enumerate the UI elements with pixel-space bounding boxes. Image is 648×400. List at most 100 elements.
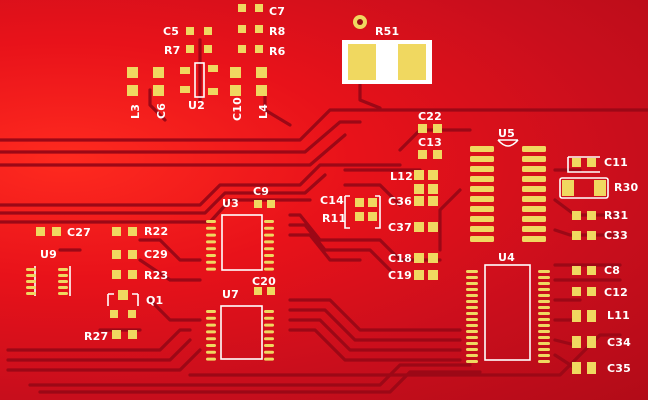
label-u5: U5 <box>498 127 515 140</box>
u9-lead <box>26 292 36 295</box>
u4-lead <box>538 354 550 357</box>
u4-lead <box>538 360 550 363</box>
u7-lead <box>206 350 216 354</box>
label-c35: C35 <box>607 362 631 375</box>
smd-pads <box>36 4 606 374</box>
u7-lead <box>206 357 216 361</box>
u3-lead <box>264 240 274 244</box>
label-c18: C18 <box>388 252 412 265</box>
label-r27: R27 <box>84 330 109 343</box>
u3-lead <box>206 233 216 237</box>
label-c13: C13 <box>418 136 442 149</box>
u5-lead <box>522 146 546 152</box>
u4-outline <box>484 264 531 361</box>
u5-lead <box>470 146 494 152</box>
label-u2: U2 <box>188 99 205 112</box>
u5-lead <box>470 186 494 192</box>
u7-lead <box>206 337 216 341</box>
u5-lead <box>470 156 494 162</box>
u5-lead <box>522 176 546 182</box>
u3-lead <box>264 267 274 271</box>
u4-lead <box>538 300 550 303</box>
u2-outline <box>194 62 205 98</box>
u3-lead <box>206 247 216 251</box>
ic-leads <box>26 146 550 363</box>
u3-lead <box>264 254 274 257</box>
u3-lead <box>264 226 274 230</box>
u4-lead <box>466 324 478 327</box>
u7-lead <box>264 357 274 361</box>
u3-outline <box>221 214 263 271</box>
u3-lead <box>206 220 216 223</box>
u7-lead <box>206 330 216 334</box>
u4-lead <box>538 312 550 315</box>
u4-lead <box>466 336 478 339</box>
u3-lead <box>264 247 274 251</box>
label-r7: R7 <box>164 44 181 57</box>
u4-lead <box>538 342 550 345</box>
u4-lead <box>466 300 478 303</box>
label-q1: Q1 <box>146 294 164 307</box>
u9-lead <box>26 286 36 289</box>
label-r31: R31 <box>604 209 629 222</box>
c11-outline <box>567 156 600 173</box>
u3-lead <box>206 267 216 271</box>
u4-lead <box>538 318 550 321</box>
label-l4: L4 <box>257 103 270 119</box>
u5-lead <box>522 226 546 232</box>
label-u4: U4 <box>498 251 515 264</box>
u9-lead <box>58 292 68 295</box>
u9-lead <box>26 280 36 283</box>
u7-lead <box>206 316 216 320</box>
u5-lead <box>522 236 546 242</box>
u3-lead <box>206 254 216 257</box>
label-c6: C6 <box>155 102 168 119</box>
u7-lead <box>264 337 274 341</box>
label-c14: C14 <box>320 194 344 207</box>
u5-lead <box>470 176 494 182</box>
label-c19: C19 <box>388 269 412 282</box>
u3-lead <box>264 233 274 237</box>
u9-lead <box>58 280 68 283</box>
q1-outline <box>107 293 139 306</box>
label-l3: L3 <box>129 103 142 119</box>
label-c22: C22 <box>418 110 442 123</box>
label-c7: C7 <box>269 5 286 18</box>
u7-lead <box>264 323 274 327</box>
label-r11: R11 <box>322 212 347 225</box>
u5-lead <box>470 226 494 232</box>
u7-lead <box>264 316 274 320</box>
label-r23: R23 <box>144 269 169 282</box>
u3-lead <box>206 260 216 264</box>
u4-lead <box>538 270 550 273</box>
label-c37: C37 <box>388 221 412 234</box>
u4-lead <box>466 360 478 363</box>
u4-lead <box>466 348 478 351</box>
u3-lead <box>264 260 274 264</box>
u4-lead <box>466 354 478 357</box>
label-c8: C8 <box>604 264 621 277</box>
u3-lead <box>206 240 216 244</box>
u5-lead <box>470 206 494 212</box>
u4-lead <box>538 348 550 351</box>
u4-lead <box>538 288 550 291</box>
label-l12: L12 <box>390 170 413 183</box>
label-u9: U9 <box>40 248 57 261</box>
c14-outline <box>344 195 381 229</box>
u5-lead <box>522 216 546 222</box>
label-c12: C12 <box>604 286 628 299</box>
label-c10: C10 <box>231 97 244 121</box>
u7-lead <box>264 344 274 347</box>
u4-lead <box>466 306 478 309</box>
u4-lead <box>466 318 478 321</box>
label-c5: C5 <box>163 25 180 38</box>
u9-lead <box>58 274 68 277</box>
r51-resistor <box>342 15 432 84</box>
label-r6: R6 <box>269 45 286 58</box>
label-l11: L11 <box>607 309 630 322</box>
u4-lead <box>538 282 550 285</box>
label-c20: C20 <box>252 275 276 288</box>
u4-lead <box>538 336 550 339</box>
